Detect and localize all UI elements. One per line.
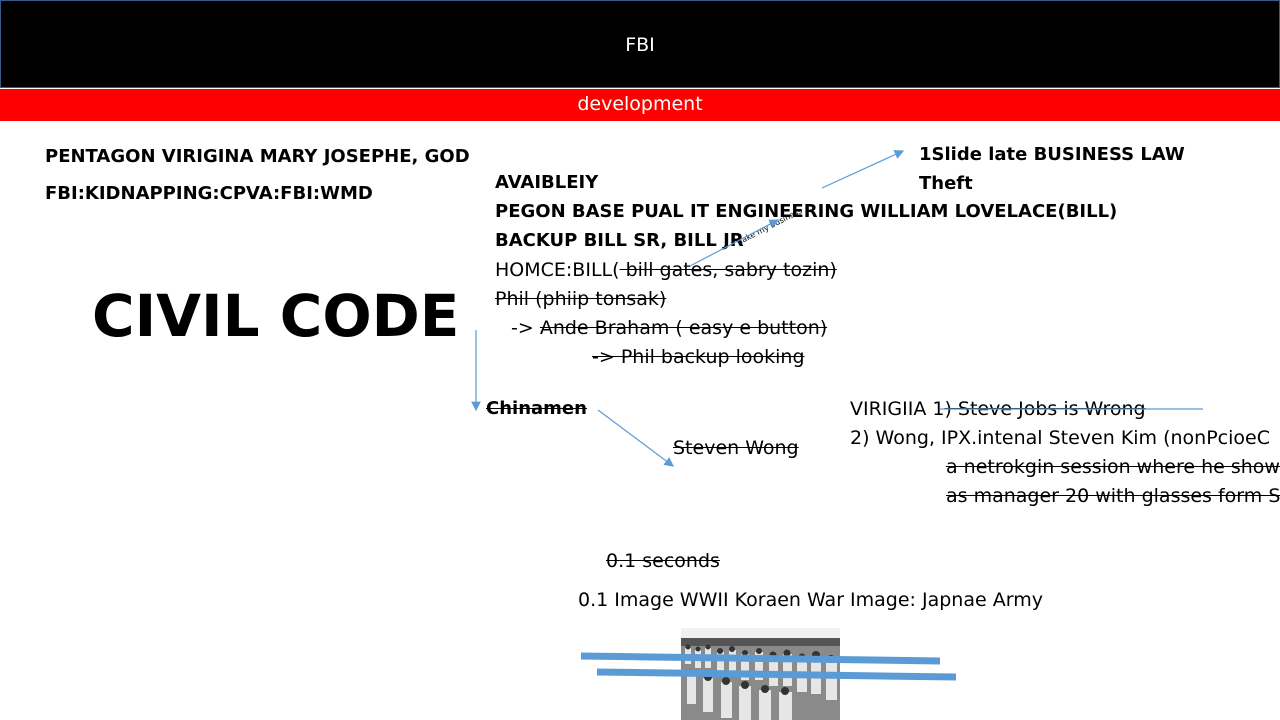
homce-struck-names: bill gates, sabry tozin) — [619, 259, 837, 281]
business-law-line: 1Slide late BUSINESS LAW — [919, 144, 1185, 165]
fbi-kidnapping-line: FBI:KIDNAPPING:CPVA:FBI:WMD — [45, 183, 373, 204]
arrow-to-business-law — [821, 150, 905, 189]
virginia-line-4: as manager 20 with glasses form S — [946, 485, 1280, 507]
japanese-army-photo — [681, 628, 840, 720]
ande-line: -> Ande Braham ( easy e button) — [511, 317, 827, 339]
title-bar — [0, 0, 1280, 88]
virginia-line-2: 2) Wong, IPX.intenal Steven Kim (nonPcio… — [850, 427, 1270, 449]
steven-wong-label: Steven Wong — [673, 437, 799, 459]
phil-line: Phil (phiip tonsak) — [495, 288, 667, 310]
homce-prefix: HOMCE:BILL( — [495, 259, 620, 281]
image-caption: 0.1 Image WWII Koraen War Image: Japnae … — [578, 589, 1043, 611]
development-label: development — [577, 93, 703, 115]
arrow-to-steven-wong — [597, 409, 674, 467]
chinamen-label: Chinamen — [486, 398, 587, 419]
ande-arrow-text: -> — [511, 317, 540, 339]
virginia-line-3: a netrokgin session where he show — [946, 456, 1280, 478]
page-title: FBI — [625, 34, 655, 56]
steve-jobs-struck: ) Steve Jobs is Wrong — [944, 398, 1146, 420]
development-banner — [0, 89, 1280, 121]
theft-line: Theft — [919, 173, 973, 194]
backup-bill-line: BACKUP BILL SR, BILL JR — [495, 230, 744, 251]
seconds-line: 0.1 seconds — [606, 550, 720, 572]
homce-line: HOMCE:BILL( bill gates, sabry tozin) — [495, 259, 837, 281]
phil-backup-line: -> Phil backup looking — [592, 346, 805, 368]
pegon-base-line: PEGON BASE PUAL IT ENGINEERING WILLIAM L… — [495, 201, 1118, 222]
pentagon-line: PENTAGON VIRIGINA MARY JOSEPHE, GOD — [45, 146, 470, 167]
ande-struck-name: Ande Braham ( easy e button) — [539, 317, 828, 339]
virginia-prefix: VIRIGIIA 1 — [850, 398, 945, 420]
virginia-line-1: VIRIGIIA 1) Steve Jobs is Wrong — [850, 398, 1146, 420]
availability-line: AVAIBLEIY — [495, 172, 599, 193]
civil-code-heading: CIVIL CODE — [92, 282, 460, 350]
